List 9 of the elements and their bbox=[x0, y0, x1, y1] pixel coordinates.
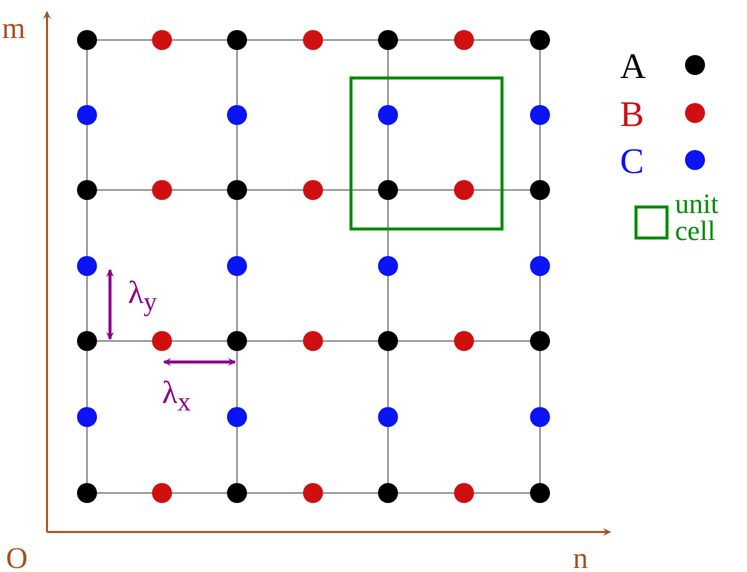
axis-label: m bbox=[2, 14, 26, 44]
legend-label: C bbox=[620, 143, 644, 179]
legend-label: B bbox=[620, 96, 644, 132]
legend-label: A bbox=[620, 48, 646, 84]
dimension-label: λ$_{y}$ bbox=[128, 276, 157, 316]
dimension-label: λ$_{x}$ bbox=[162, 376, 191, 416]
axis-label: n bbox=[573, 544, 588, 572]
legend-label: unit cell bbox=[675, 192, 720, 246]
origin-label: O bbox=[6, 544, 28, 572]
